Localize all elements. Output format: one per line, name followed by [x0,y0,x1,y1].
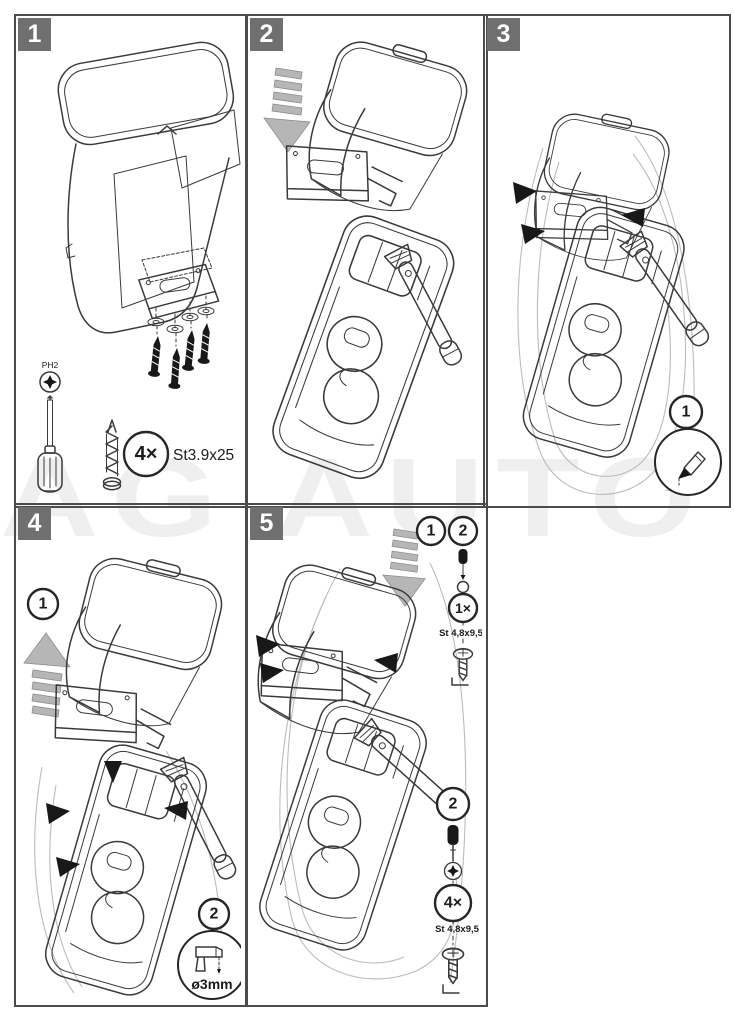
screw-spec-label: St 4,8x9,5 [435,924,480,935]
long-screw-icon [167,347,184,390]
callout-circle [435,786,471,822]
quantity-label: 4× [444,895,462,912]
attach-arrow-icon [621,208,645,227]
attach-arrow-icon [521,224,545,244]
down-arrow-icon [263,67,311,153]
handbrake-drawing [159,756,241,885]
attach-arrow-icon [260,663,284,683]
quantity-callout-circle [433,883,473,923]
step-number-badge: 3 [487,18,520,51]
step-5-drawing: 1 2 1× St 4,8x9,5 2 [248,515,482,994]
wood-screw-icon [102,419,122,491]
callout-label: 1 [427,523,436,540]
callout-circle [447,515,479,547]
attach-arrow-icon [256,635,280,657]
callout-circle [415,515,447,547]
ph2-phillips-icon [39,371,61,393]
step-panel-3: 3 1 [483,14,731,508]
callout-circle [668,394,704,430]
ring-icon [456,580,470,594]
quantity-callout-circle [122,430,170,478]
attach-arrow-icon [513,182,537,204]
attach-arrow-icon [46,803,70,824]
callout-label: 2 [459,523,468,540]
bit-size-label: PH2 [42,360,59,370]
step-3-drawing: 1 [513,102,722,496]
screw-spec-label: St3.9x25 [173,447,234,464]
armrest-drawing [57,41,241,334]
step-number-badge: 5 [250,507,283,540]
up-arrow-icon [23,632,71,718]
attach-arrow-icon [164,801,188,820]
long-screw-icon [147,334,165,378]
phillips-head-icon [443,861,463,881]
callout-circle [26,587,60,621]
callout-label: 2 [210,906,219,923]
driver-bit-icon [447,825,459,862]
step-number-badge: 1 [18,18,51,51]
bracket-mark [442,984,460,994]
step-number-badge: 4 [18,507,51,540]
armrest-drawing [295,27,476,226]
attach-arrow-icon [374,653,398,673]
screw-spec-label: St 4,8x9,5 [439,628,482,639]
step-panel-5: 5 1 [246,503,488,1007]
console-drawing [265,208,462,487]
callout-label: 1 [682,404,691,421]
long-screw-icon [196,321,214,365]
step-panel-2: 2 [246,14,488,508]
tool-callout-circle [654,428,722,496]
pin-icon [458,549,468,580]
attach-arrow-icon [56,857,80,877]
tool-callout-circle [177,930,241,1000]
quantity-label: 1× [455,600,471,616]
callout-label: 2 [449,796,458,813]
step-panel-4: 4 1 [14,503,247,1007]
attach-arrow-icon [104,761,122,783]
step-panel-1: 1 [14,14,247,508]
angle-drill-icon [195,946,223,974]
step-number-badge: 2 [250,18,283,51]
mounting-bracket-drawing [138,247,220,390]
quantity-label: 4× [135,443,158,465]
callout-circle [197,897,231,931]
step-2-drawing [263,27,476,487]
long-screw-icon [181,328,199,372]
step-4-drawing: 1 2 [23,544,241,1001]
screwdriver-icon [37,395,63,493]
bracket-mark [451,677,469,686]
quantity-callout-circle [447,592,479,624]
drill-size-label: ø3mm [191,976,232,992]
down-arrow-icon [382,528,426,607]
handbrake-drawing [619,230,716,352]
callout-label: 1 [39,596,48,613]
step-1-drawing: PH2 4× St3.9x25 [37,41,241,493]
marker-pen-icon [678,451,706,488]
